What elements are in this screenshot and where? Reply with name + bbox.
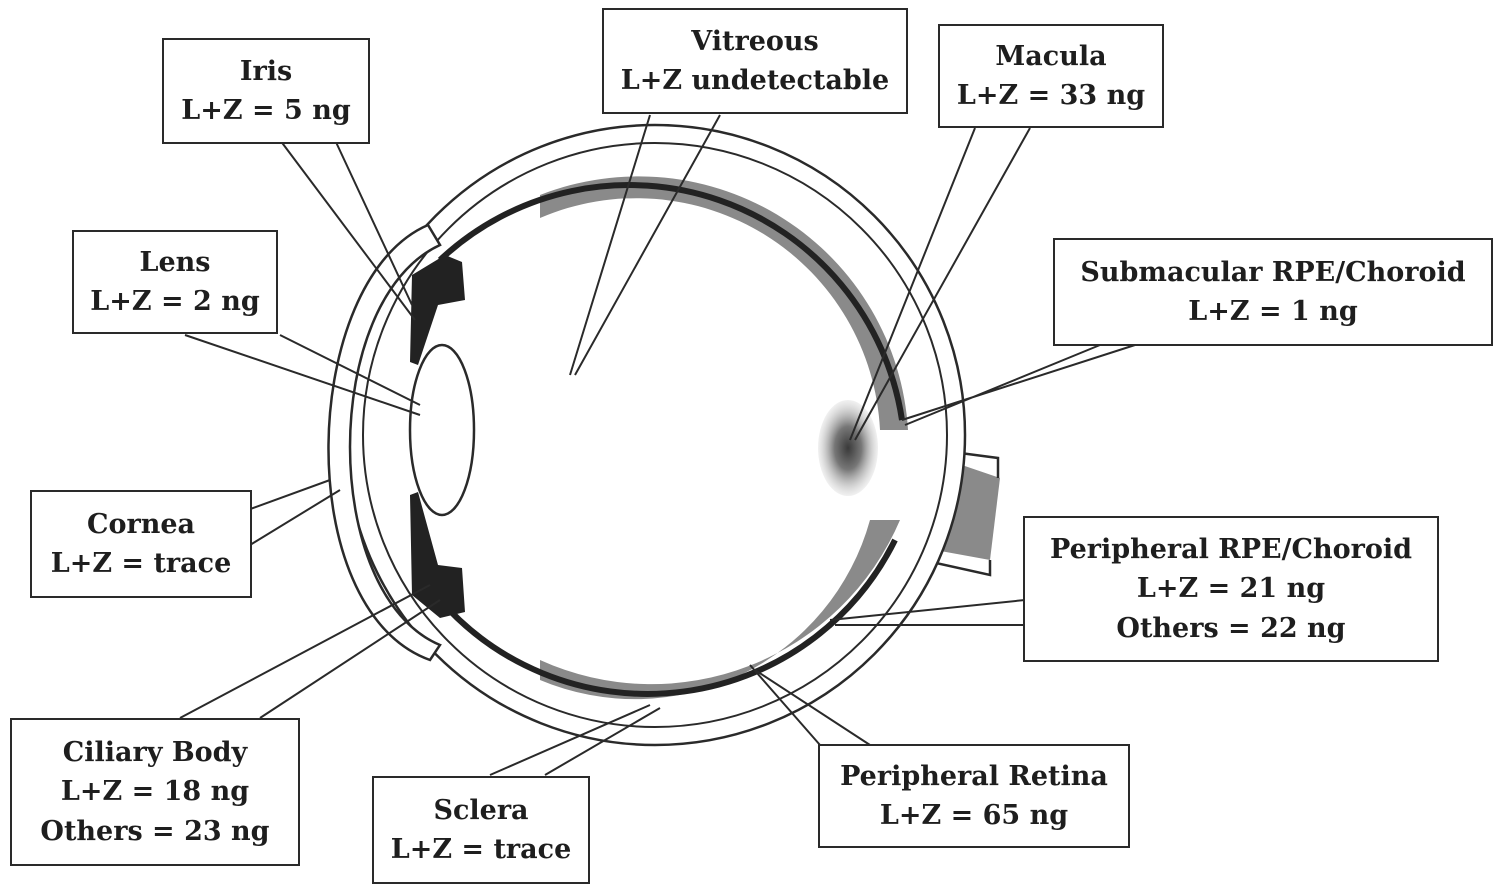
label-sclera-value: L+Z = trace [390,834,572,865]
label-vitreous-value: L+Z undetectable [620,65,890,96]
label-ciliary-others: Others = 23 ng [40,815,270,847]
label-peripheral-retina-name: Peripheral Retina [840,760,1108,792]
label-submacular-name: Submacular RPE/Choroid [1080,256,1466,288]
label-cornea: Cornea L+Z = trace [30,490,252,598]
label-macula-value: L+Z = 33 ng [956,80,1146,111]
label-lens: Lens L+Z = 2 ng [72,230,278,334]
label-macula-name: Macula [995,40,1107,72]
label-cornea-name: Cornea [86,508,196,540]
iris-ciliary-upper [410,255,465,365]
label-peripheral-rpe-name: Peripheral RPE/Choroid [1050,534,1412,566]
label-sclera: Sclera L+Z = trace [372,776,590,884]
label-iris-value: L+Z = 5 ng [181,95,351,126]
label-peripheral-rpe-choroid: Peripheral RPE/Choroid L+Z = 21 ng Other… [1023,516,1439,662]
retina-upper [540,176,908,430]
label-peripheral-retina: Peripheral Retina L+Z = 65 ng [818,744,1130,848]
label-submacular-rpe-choroid: Submacular RPE/Choroid L+Z = 1 ng [1053,238,1493,346]
choroid-upper [437,182,905,421]
label-cornea-value: L+Z = trace [50,548,232,579]
label-submacular-value: L+Z = 1 ng [1188,296,1358,327]
lens [408,343,476,517]
iris-ciliary-lower [410,492,465,618]
cornea [327,223,442,662]
label-peripheral-rpe-others: Others = 22 ng [1116,612,1346,644]
label-iris-name: Iris [239,55,293,87]
retina-lower [540,520,900,700]
label-iris: Iris L+Z = 5 ng [162,38,370,144]
label-ciliary-body: Ciliary Body L+Z = 18 ng Others = 23 ng [10,718,300,866]
leader-lines [179,114,1136,776]
label-lens-name: Lens [139,246,211,278]
label-macula: Macula L+Z = 33 ng [938,24,1164,128]
label-lens-value: L+Z = 2 ng [90,286,260,317]
sclera-inner [362,142,948,728]
label-ciliary-name: Ciliary Body [62,737,248,769]
label-ciliary-value: L+Z = 18 ng [60,776,250,808]
label-vitreous: Vitreous L+Z undetectable [602,8,908,114]
choroid-lower [437,538,898,697]
label-sclera-name: Sclera [433,794,529,826]
label-vitreous-name: Vitreous [691,25,819,57]
label-peripheral-rpe-value: L+Z = 21 ng [1136,573,1326,605]
label-peripheral-retina-value: L+Z = 65 ng [879,800,1069,831]
